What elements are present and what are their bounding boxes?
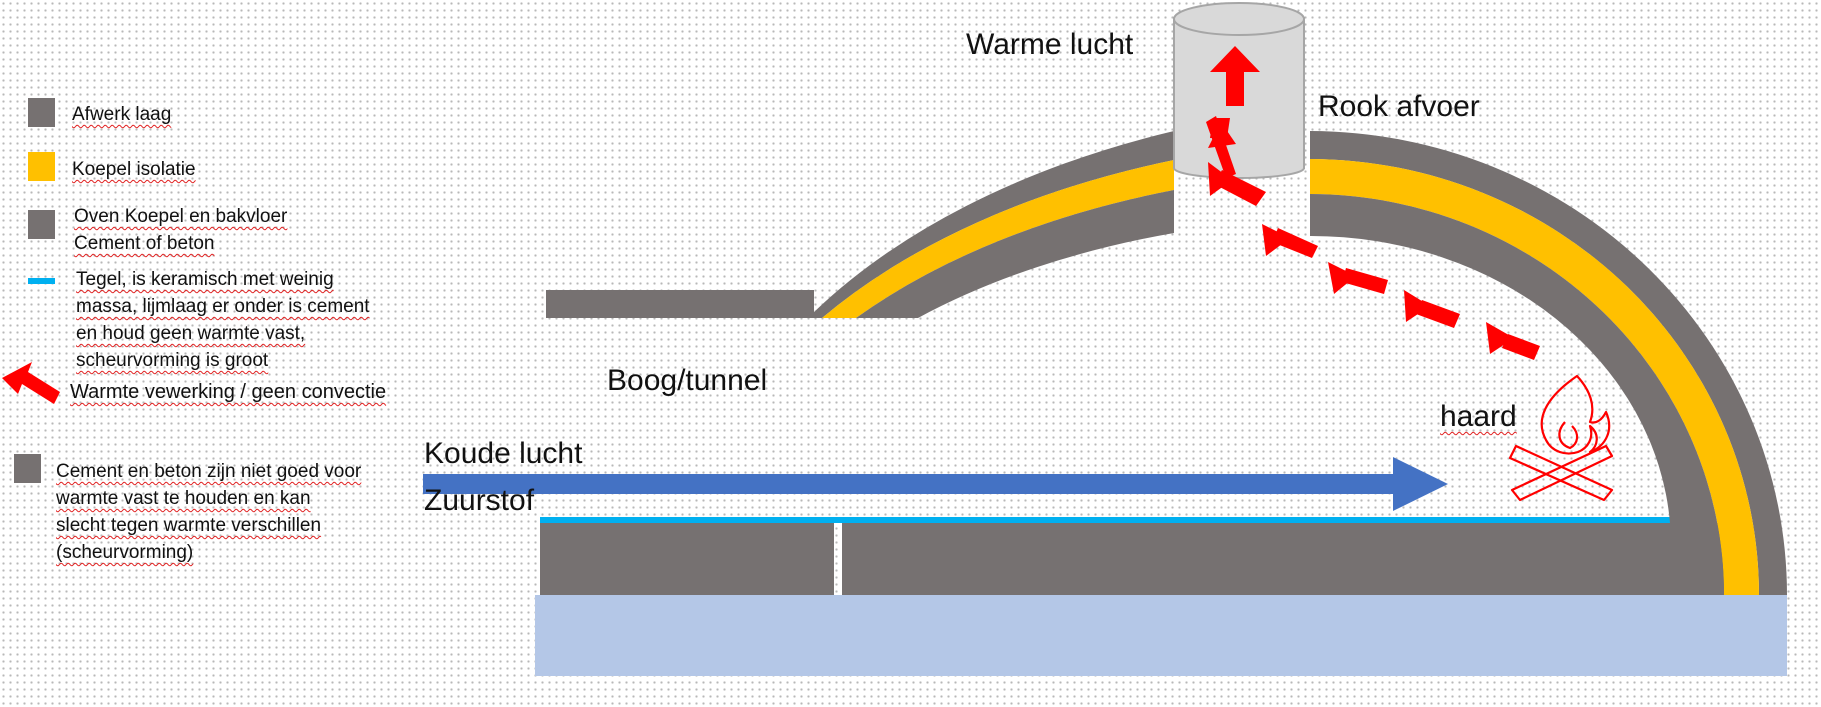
legend-heat-arrow-icon: [2, 362, 60, 404]
legend-swatch-finish: [28, 98, 55, 127]
legend-swatch-dome: [28, 210, 55, 239]
legend-swatch-insulation: [28, 152, 55, 181]
heat-arrow-3-tip: [1262, 224, 1290, 256]
heat-arrow-4: [1342, 268, 1388, 294]
warm-air-label: Warme lucht: [966, 28, 1134, 61]
dome-inner-left: [856, 190, 1174, 318]
base-slab: [535, 595, 1787, 676]
heat-arrow-5-tip: [1404, 290, 1430, 322]
legend-label-cement-3: slecht tegen warmte verschillen: [56, 515, 322, 536]
fire-icon: [1508, 374, 1614, 502]
legend-label-finish: Afwerk laag: [72, 104, 172, 125]
legend-label-tile-3: en houd geen warmte vast,: [76, 323, 306, 344]
arch-tunnel-label: Boog/tunnel: [607, 364, 768, 397]
legend-label-insulation: Koepel isolatie: [72, 159, 196, 180]
dome-insulation-left: [822, 160, 1174, 318]
heat-arrow-1-tip: [1208, 122, 1236, 148]
legend-label-tile-2: massa, lijmlaag er onder is cement: [76, 296, 370, 317]
legend-label-dome-1: Oven Koepel en bakvloer: [74, 206, 288, 227]
legend-label-tile-4: scheurvorming is groot: [76, 350, 269, 371]
floor-block-left: [540, 523, 834, 595]
tile-layer: [540, 517, 1676, 523]
heat-arrow-2-tip: [1208, 162, 1232, 196]
heat-arrow-chimney: [1210, 46, 1260, 106]
legend-label-heat: Warmte vewerking / geen convectie: [70, 381, 387, 403]
dome-finish-left: [808, 131, 1174, 318]
cold-air-arrow: [423, 457, 1448, 511]
dome-inner-right: [1310, 194, 1724, 595]
dome-insulation-right: [1310, 159, 1759, 595]
entrance-ledge: [546, 290, 814, 318]
heat-arrow-6: [1502, 334, 1540, 360]
hearth-label: haard: [1440, 400, 1517, 433]
legend-label-tile-1: Tegel, is keramisch met weinig: [76, 269, 334, 290]
legend-label-cement-2: warmte vast te houden en kan: [56, 488, 311, 509]
dome-finish-right: [1310, 131, 1787, 595]
legend-label-cement-1: Cement en beton zijn niet goed voor: [56, 461, 362, 482]
heat-arrow-6-tip: [1486, 322, 1514, 354]
heat-arrow-4-tip: [1328, 262, 1356, 294]
floor-block-right: [842, 523, 1724, 595]
cold-air-label: Koude lucht: [424, 437, 583, 470]
legend-swatch-cement-note: [14, 454, 41, 483]
legend-swatch-tile: [28, 278, 55, 284]
legend-label-cement-4: (scheurvorming): [56, 542, 194, 563]
legend-label-dome-2: Cement of beton: [74, 233, 215, 254]
oxygen-label: Zuurstof: [424, 484, 535, 517]
smoke-exhaust-label: Rook afvoer: [1318, 90, 1480, 123]
heat-arrows: [1206, 46, 1540, 360]
